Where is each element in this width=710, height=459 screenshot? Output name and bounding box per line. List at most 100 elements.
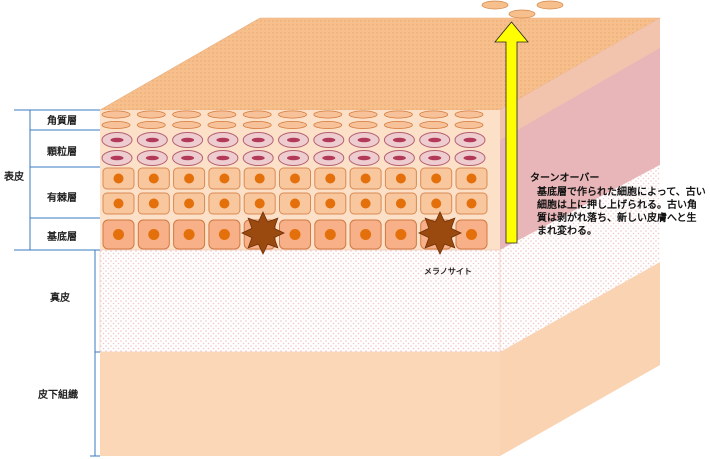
turnover-line: 細胞は上に押し上げられる。古い角 xyxy=(537,198,697,211)
corneum-cell xyxy=(419,110,449,119)
corneum-cell xyxy=(313,110,343,119)
basal-nucleus xyxy=(113,229,124,240)
granular-nucleus xyxy=(216,155,230,161)
granular-nucleus xyxy=(110,155,124,161)
spinous-nucleus xyxy=(360,173,371,184)
corneum-cell xyxy=(454,110,484,119)
turnover-line: 基底層で作られた細胞によって、古い xyxy=(536,185,706,198)
corneum-cell xyxy=(207,110,237,119)
granular-nucleus xyxy=(463,155,477,161)
corneum-cell xyxy=(207,121,237,130)
corneum-cell xyxy=(278,121,307,130)
corneum-cell xyxy=(278,110,307,119)
granular-nucleus xyxy=(463,137,477,143)
basal-nucleus xyxy=(395,229,407,240)
spinous-nucleus xyxy=(466,173,477,184)
corneum-cell xyxy=(313,121,343,130)
shed-flake xyxy=(481,0,509,10)
granular-nucleus xyxy=(428,155,442,161)
subcutaneous-side xyxy=(500,262,660,456)
epidermis-side xyxy=(500,18,660,250)
granular-nucleus xyxy=(251,137,265,143)
corneum-cell xyxy=(242,110,272,119)
corneum-cell xyxy=(101,110,131,119)
label-stratum-basale: 基底層 xyxy=(46,230,77,243)
subcutaneous-front xyxy=(100,352,500,456)
corneum-cell xyxy=(172,121,202,130)
dermis-front xyxy=(99,249,501,353)
basal-nucleus xyxy=(183,229,195,240)
label-subcutaneous: 皮下組織 xyxy=(37,388,78,401)
spinous-nucleus xyxy=(395,198,406,209)
basal-nucleus xyxy=(148,229,160,240)
corneum-cell xyxy=(101,121,131,130)
turnover-arrow xyxy=(494,21,529,244)
granular-nucleus xyxy=(216,137,230,143)
granular-nucleus xyxy=(251,155,265,161)
granular-nucleus xyxy=(110,137,124,143)
layer-guides xyxy=(14,109,100,457)
spinous-nucleus xyxy=(325,173,336,184)
corneum-cell xyxy=(242,121,272,130)
granular-nucleus xyxy=(322,155,336,161)
turnover-title: ターンオーバー xyxy=(530,172,599,184)
spinous-nucleus xyxy=(148,198,159,209)
basal-nucleus xyxy=(466,229,477,240)
granular-nucleus xyxy=(357,155,371,161)
corneum-cell xyxy=(136,121,166,130)
label-stratum-corneum: 角質層 xyxy=(47,114,77,127)
spinous-nucleus xyxy=(219,198,230,209)
corneum-cell xyxy=(383,121,413,130)
corneum-cell xyxy=(383,110,413,119)
corneum-cell xyxy=(172,110,202,119)
corneum-cell xyxy=(348,121,378,130)
melanocyte-cell xyxy=(418,211,462,255)
cell-layers xyxy=(101,110,488,250)
epidermis-side-top-band xyxy=(500,18,660,140)
turnover-line: 質は剥がれ落ち、新しい皮膚へと生 xyxy=(537,211,697,224)
spinous-nucleus xyxy=(360,198,371,209)
spinous-nucleus xyxy=(325,198,336,209)
corneum-cell xyxy=(419,121,449,130)
granular-nucleus xyxy=(181,137,195,143)
spinous-nucleus xyxy=(254,173,265,184)
shed-flake xyxy=(508,9,536,19)
spinous-nucleus xyxy=(219,173,230,184)
granular-nucleus xyxy=(145,137,159,143)
granular-nucleus xyxy=(287,155,300,161)
corneum-cell xyxy=(136,110,166,119)
spinous-nucleus xyxy=(395,173,406,184)
spinous-nucleus xyxy=(254,198,265,209)
spinous-nucleus xyxy=(113,198,124,209)
granular-nucleus xyxy=(428,137,442,143)
label-dermis: 真皮 xyxy=(50,291,70,304)
dermis-side xyxy=(500,165,660,352)
melanocyte-cell xyxy=(241,211,285,255)
basal-nucleus xyxy=(218,229,230,240)
basal-nucleus xyxy=(360,229,372,240)
melanocytes xyxy=(241,211,462,255)
spinous-nucleus xyxy=(148,173,159,184)
spinous-nucleus xyxy=(290,173,300,184)
corneum-cell xyxy=(348,110,378,119)
label-stratum-spinosum: 有棘層 xyxy=(47,191,77,204)
label-melanocyte: メラノサイト xyxy=(424,267,472,276)
label-stratum-granulosum: 顆粒層 xyxy=(47,145,77,158)
granular-nucleus xyxy=(145,155,159,161)
spinous-nucleus xyxy=(113,173,124,184)
basal-nucleus xyxy=(324,229,336,240)
granular-nucleus xyxy=(287,137,300,143)
shed-flakes xyxy=(481,0,564,19)
basal-nucleus xyxy=(289,229,301,240)
turnover-line: まれ変わる。 xyxy=(537,224,597,237)
label-epidermis: 表皮 xyxy=(3,170,24,183)
granular-nucleus xyxy=(392,137,406,143)
corneum-cell xyxy=(454,121,484,130)
spinous-nucleus xyxy=(431,173,442,184)
spinous-nucleus xyxy=(466,198,477,209)
granular-nucleus xyxy=(392,155,406,161)
granular-nucleus xyxy=(357,137,371,143)
shed-flake xyxy=(536,0,564,10)
spinous-nucleus xyxy=(184,198,195,209)
spinous-nucleus xyxy=(290,198,300,209)
